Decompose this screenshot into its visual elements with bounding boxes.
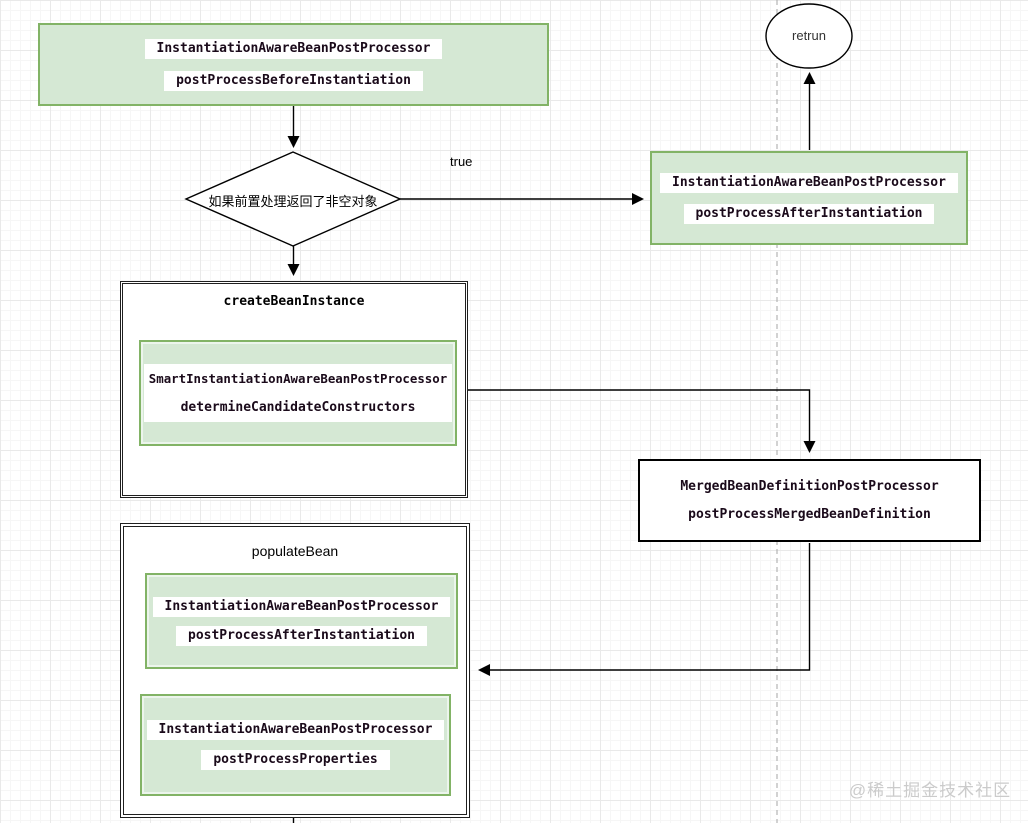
post-process-properties-interface: InstantiationAwareBeanPostProcessor [146,720,445,740]
determine-candidate-constructors-method: determineCandidateConstructors [180,399,416,415]
before-instantiation-interface: InstantiationAwareBeanPostProcessor [144,38,443,59]
edge-true-label: true [450,154,473,169]
decision-label: 如果前置处理返回了非空对象 [208,194,378,209]
return-ellipse-shape [765,3,853,69]
populate-bean-title: populateBean [251,543,339,559]
post-process-properties-method: postProcessProperties [201,750,390,770]
node-before-instantiation: InstantiationAwareBeanPostProcessor post… [38,23,549,106]
after-instantiation-interface: InstantiationAwareBeanPostProcessor [660,172,958,193]
merged-bean-definition-method: postProcessMergedBeanDefinition [688,506,931,522]
smart-instantiation-interface: SmartInstantiationAwareBeanPostProcessor [148,370,448,386]
create-bean-instance-title: createBeanInstance [223,294,365,309]
node-populate-bean: populateBean InstantiationAwareBeanPostP… [120,523,470,818]
node-populate-after-instantiation: InstantiationAwareBeanPostProcessor post… [145,573,458,669]
edge-create-to-merged [468,389,816,453]
node-merged-bean-definition: MergedBeanDefinitionPostProcessor postPr… [638,459,981,542]
node-create-bean-instance: createBeanInstance SmartInstantiationAwa… [120,281,468,498]
after-instantiation-method: postProcessAfterInstantiation [683,203,935,224]
merged-bean-definition-interface: MergedBeanDefinitionPostProcessor [680,478,939,494]
highlight-band: SmartInstantiationAwareBeanPostProcessor… [144,364,452,422]
node-after-instantiation: InstantiationAwareBeanPostProcessor post… [650,151,968,245]
decision-diamond-shape [184,151,402,247]
before-instantiation-method: postProcessBeforeInstantiation [164,70,423,91]
return-label: retrun [792,28,826,43]
populate-after-instantiation-interface: InstantiationAwareBeanPostProcessor [152,596,451,617]
node-determine-candidate-constructors: SmartInstantiationAwareBeanPostProcessor… [139,340,457,446]
watermark: @稀土掘金技术社区 [848,781,1012,800]
node-post-process-properties: InstantiationAwareBeanPostProcessor post… [140,694,451,796]
populate-after-instantiation-method: postProcessAfterInstantiation [176,625,427,646]
edge-merged-to-populate [478,543,811,676]
